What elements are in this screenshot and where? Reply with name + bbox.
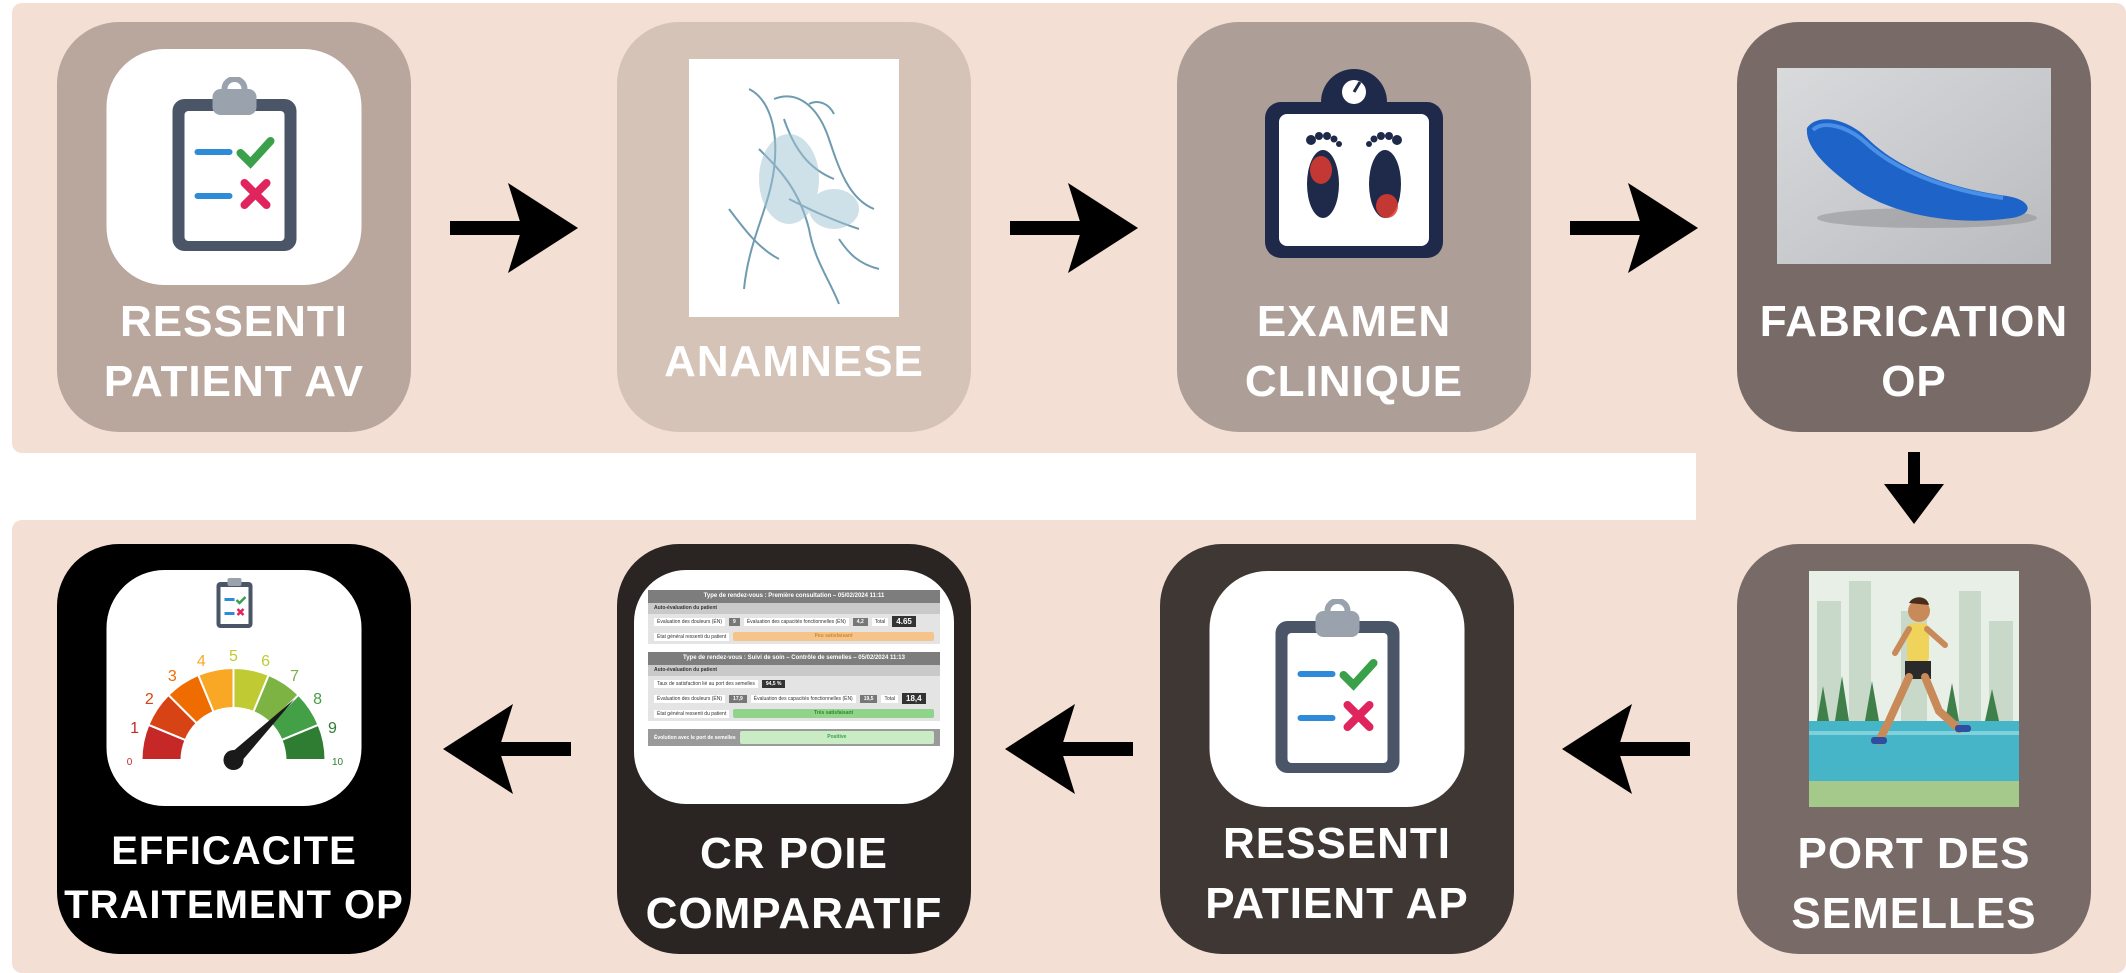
step-title-line1: FABRICATION xyxy=(1759,297,2069,346)
report-cell: État général ressenti du patient xyxy=(654,632,730,641)
step-icon-tile xyxy=(1209,571,1465,807)
arrow-left-icon xyxy=(1005,704,1133,794)
report-row: État général ressenti du patient Très sa… xyxy=(648,706,940,721)
report-cell: Évaluation des capacités fonctionnelles … xyxy=(743,617,849,626)
report-cell: Évaluation des douleurs (ÉN) xyxy=(654,694,726,703)
report-row: Taux de satisfaction lié au port des sem… xyxy=(648,676,940,691)
step-title-line2: COMPARATIF xyxy=(645,889,943,938)
gauge-hub xyxy=(223,750,244,770)
step-title-line1: ANAMNESE xyxy=(664,337,924,386)
mini-clipboard-icon xyxy=(216,578,253,628)
step-title-line1: EFFICACITE xyxy=(111,829,357,873)
report-row: Évolution avec le port de semelles Posit… xyxy=(648,729,940,746)
gauge-tick-label: 8 xyxy=(313,691,322,708)
report-table-image: Type de rendez-vous : Première consultat… xyxy=(634,570,954,804)
step-title-line1: EXAMEN xyxy=(1256,297,1452,346)
report-header-1: Type de rendez-vous : Première consultat… xyxy=(648,590,940,603)
report-cell: Évaluation des capacités fonctionnelles … xyxy=(750,694,856,703)
gauge-tick-label: 0 xyxy=(127,757,133,768)
step-title-line1: CR POIE xyxy=(700,829,888,878)
clipboard-checklist-icon xyxy=(172,77,296,251)
report-subheader-1: Auto-évaluation du patient xyxy=(648,603,940,614)
report-cell: Évaluation des douleurs (ÉN) xyxy=(654,617,726,626)
anatomy-sketch-image xyxy=(689,59,899,317)
gauge-tick-label: 3 xyxy=(168,668,177,685)
report-cell: Total xyxy=(871,617,889,626)
gauge-tick-label: 9 xyxy=(328,720,337,737)
report-cell: Évolution avec le port de semelles xyxy=(654,734,736,741)
gauge-tick-label: 7 xyxy=(290,668,299,685)
gauge-tick-label: 4 xyxy=(197,653,206,670)
step-title-line2: OP xyxy=(1881,357,1947,406)
step-anamnese: ANAMNESE xyxy=(617,22,971,432)
step-title-line1: RESSENTI xyxy=(1222,819,1452,868)
gauge-meter-icon: 0 123 4 5 6 789 10 xyxy=(127,578,344,770)
report-status-bar: Très satisfaisant xyxy=(733,709,934,718)
report-cell: État général ressenti du patient xyxy=(654,709,730,718)
step-title-line1: RESSENTI xyxy=(119,297,349,346)
arrow-right-icon xyxy=(1570,183,1698,273)
report-value: 19,5 xyxy=(859,694,878,703)
report-total: 18,4 xyxy=(902,693,926,704)
arrow-right-icon xyxy=(1010,183,1138,273)
step-examen-clinique: EXAMEN CLINIQUE xyxy=(1177,22,1531,432)
gauge-tick-label: 5 xyxy=(229,648,238,665)
report-subheader-2: Auto-évaluation du patient xyxy=(648,665,940,676)
report-row: Évaluation des douleurs (ÉN) 17,9 Évalua… xyxy=(648,691,940,706)
step-title-line1: PORT DES xyxy=(1797,829,2031,878)
gauge-tick-label: 6 xyxy=(261,653,270,670)
step-cr-poie-comparatif: Type de rendez-vous : Première consultat… xyxy=(617,544,971,954)
report-total: 4.65 xyxy=(892,616,916,627)
report-value: 9 xyxy=(729,617,740,626)
report-value: 17,9 xyxy=(729,694,747,703)
step-port-des-semelles: PORT DES SEMELLES xyxy=(1737,544,2091,954)
step-icon-tile xyxy=(106,49,362,285)
clipboard-checklist-icon xyxy=(1275,599,1399,773)
step-title-line2: SEMELLES xyxy=(1791,889,2037,938)
report-value: 4,2 xyxy=(852,617,868,626)
step-ressenti-patient-av: RESSENTI PATIENT AV xyxy=(57,22,411,432)
report-value: 94,5 % xyxy=(761,679,786,688)
report-cell: Total xyxy=(881,694,899,703)
runner-illustration xyxy=(1809,571,2019,807)
step-fabrication-op: FABRICATION OP xyxy=(1737,22,2091,432)
report-status-bar: Peu satisfaisant xyxy=(733,632,934,641)
gauge-needle xyxy=(228,699,295,765)
gauge-segment xyxy=(280,723,327,761)
report-cell: Taux de satisfaction lié au port des sem… xyxy=(654,679,758,688)
report-row: État général ressenti du patient Peu sat… xyxy=(648,629,940,644)
report-status-bar: Positive xyxy=(739,731,934,744)
step-ressenti-patient-ap: RESSENTI PATIENT AP xyxy=(1160,544,1514,954)
gauge-tick-label: 10 xyxy=(332,757,344,768)
arrow-left-icon xyxy=(1562,704,1690,794)
step-title-line2: CLINIQUE xyxy=(1244,357,1464,406)
report-row: Évaluation des douleurs (ÉN) 9 Évaluatio… xyxy=(648,614,940,629)
step-title-line2: TRAITEMENT OP xyxy=(64,883,404,927)
gauge-tick-label: 1 xyxy=(130,720,139,737)
gauge-tick-label: 2 xyxy=(145,691,154,708)
foot-scale-icon xyxy=(1265,69,1443,258)
step-title-line2: PATIENT AV xyxy=(103,357,365,406)
arrow-right-icon xyxy=(450,183,578,273)
arrow-left-icon xyxy=(443,704,571,794)
report-header-2: Type de rendez-vous : Suivi de soin – Co… xyxy=(648,652,940,665)
arrow-down-icon xyxy=(1884,452,1944,524)
step-title-line2: PATIENT AP xyxy=(1205,879,1469,928)
insole-image xyxy=(1777,68,2051,264)
